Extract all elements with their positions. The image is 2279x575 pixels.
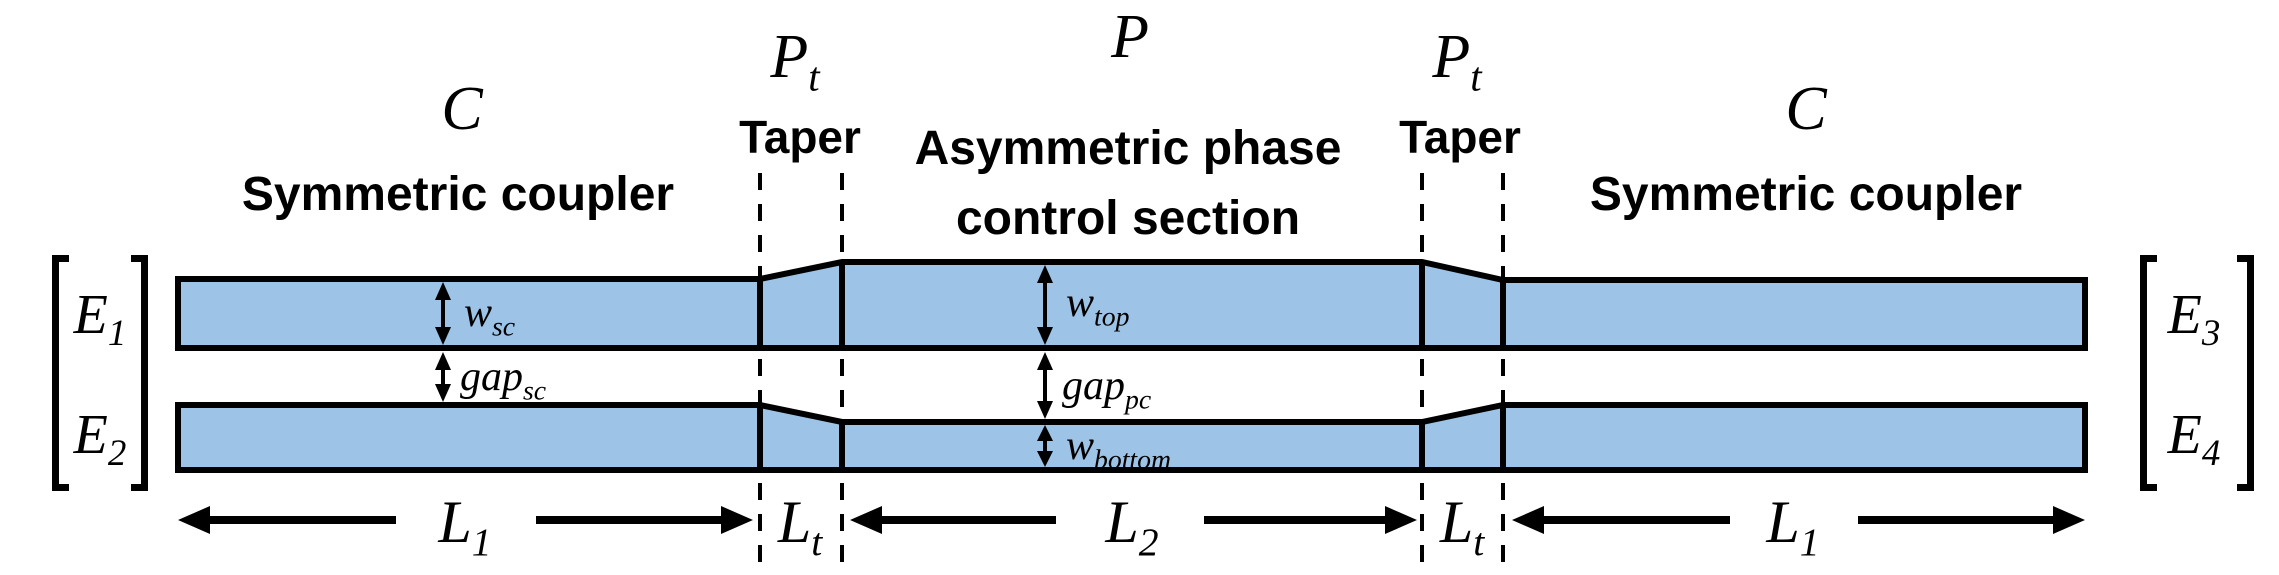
length-label-Lt-left: Lt <box>777 489 822 562</box>
field-sub: 4 <box>2201 432 2221 474</box>
w-bottom-arrowhead-down <box>1037 451 1053 467</box>
len-base: L <box>438 489 472 555</box>
gap-pc-arrowhead-up <box>1037 352 1053 370</box>
section-title-taper-right: Taper <box>1399 111 1521 163</box>
L1-right-arrowhead-left <box>1512 506 1544 534</box>
dim-label-gap-sc: gapsc <box>460 354 546 404</box>
length-label-Lt-right: Lt <box>1439 489 1484 562</box>
output-vector: E3 E4 <box>2146 255 2242 495</box>
field-base: E <box>73 284 108 346</box>
dim-base: w <box>464 290 493 336</box>
dim-label-w-top: wtop <box>1066 280 1129 330</box>
gap-pc-arrowhead-down <box>1037 401 1053 419</box>
dim-sub: top <box>1094 300 1130 332</box>
field-sub: 3 <box>2201 312 2221 354</box>
length-label-L1-left: L1 <box>438 489 491 562</box>
phase-control-title-line2: control section <box>955 192 1301 245</box>
len-base: L <box>1439 489 1474 555</box>
gap-sc-arrowhead-up <box>435 352 451 370</box>
dim-label-w-sc: wsc <box>464 290 515 340</box>
field-base: E <box>2167 284 2202 346</box>
length-label-L1-right: L1 <box>1766 489 1819 562</box>
w-sc-arrowhead-down <box>435 327 451 345</box>
len-base: L <box>1105 489 1139 555</box>
symbol-sub: t <box>808 54 820 100</box>
w-sc-arrowhead-up <box>435 282 451 300</box>
section-title-phase-control: Asymmetric phase control section <box>915 114 1342 254</box>
len-base: L <box>777 489 812 555</box>
field-sub: 2 <box>107 432 127 474</box>
w-top-arrowhead-up <box>1037 265 1053 283</box>
w-bottom-arrowhead-up <box>1037 425 1053 441</box>
symbol-base: P <box>1111 3 1149 71</box>
output-field-E4: E4 <box>2167 403 2221 471</box>
section-symbol-coupler-right: C <box>1785 78 1826 140</box>
symbol-sub: t <box>1470 54 1482 100</box>
input-field-E2: E2 <box>73 403 127 471</box>
symbol-base: P <box>1432 23 1471 91</box>
len-base: L <box>1766 489 1800 555</box>
L1-left-arrowhead-right <box>721 506 753 534</box>
symbol-base: C <box>441 75 483 143</box>
section-symbol-taper-left: Pt <box>770 23 819 97</box>
dim-sub: bottom <box>1094 443 1172 475</box>
dim-base: gap <box>1062 363 1125 409</box>
field-base: E <box>2167 404 2202 466</box>
len-sub: t <box>811 520 823 564</box>
dim-base: w <box>1066 423 1095 469</box>
field-sub: 1 <box>107 312 127 354</box>
field-base: E <box>73 404 108 466</box>
dim-sub: sc <box>492 310 516 342</box>
L1-right-arrowhead-right <box>2053 506 2085 534</box>
len-sub: 2 <box>1138 520 1159 564</box>
gap-sc-arrowhead-down <box>435 384 451 402</box>
input-vector: E1 E2 <box>52 255 148 495</box>
input-field-E1: E1 <box>73 283 127 351</box>
symbol-base: P <box>770 23 809 91</box>
L2-arrowhead-right <box>1385 506 1417 534</box>
w-top-arrowhead-down <box>1037 327 1053 345</box>
dim-label-gap-pc: gappc <box>1062 363 1151 413</box>
section-title-taper-left: Taper <box>739 111 861 163</box>
section-symbol-taper-right: Pt <box>1432 23 1481 97</box>
output-vector-bracket-left <box>2140 255 2157 491</box>
width-gap-arrows <box>435 265 1053 467</box>
length-arrows <box>178 506 2085 534</box>
section-symbol-phase-control: P <box>1111 6 1149 68</box>
len-sub: 1 <box>1799 520 1820 564</box>
dim-base: gap <box>460 354 523 400</box>
section-title-coupler-right: Symmetric coupler <box>1589 168 2023 221</box>
output-vector-bracket-right <box>2237 255 2254 491</box>
section-title-coupler-left: Symmetric coupler <box>241 168 675 221</box>
symbol-base: C <box>1785 75 1827 143</box>
L2-arrowhead-left <box>850 506 882 534</box>
length-label-L2: L2 <box>1105 489 1158 562</box>
phase-control-title-line1: Asymmetric phase <box>914 122 1342 175</box>
input-vector-bracket-right <box>131 255 148 491</box>
dim-label-w-bottom: wbottom <box>1066 423 1171 473</box>
output-field-E3: E3 <box>2167 283 2221 351</box>
segment-boundaries <box>757 262 1506 470</box>
section-symbol-coupler-left: C <box>441 78 482 140</box>
dim-base: w <box>1066 280 1095 326</box>
taper-boundary-dashed-lines <box>758 173 1505 568</box>
len-sub: 1 <box>471 520 492 564</box>
dim-sub: pc <box>1125 383 1152 415</box>
dim-sub: sc <box>523 374 547 406</box>
input-vector-bracket-left <box>52 255 69 491</box>
L1-left-arrowhead-left <box>178 506 210 534</box>
len-sub: t <box>1473 520 1485 564</box>
